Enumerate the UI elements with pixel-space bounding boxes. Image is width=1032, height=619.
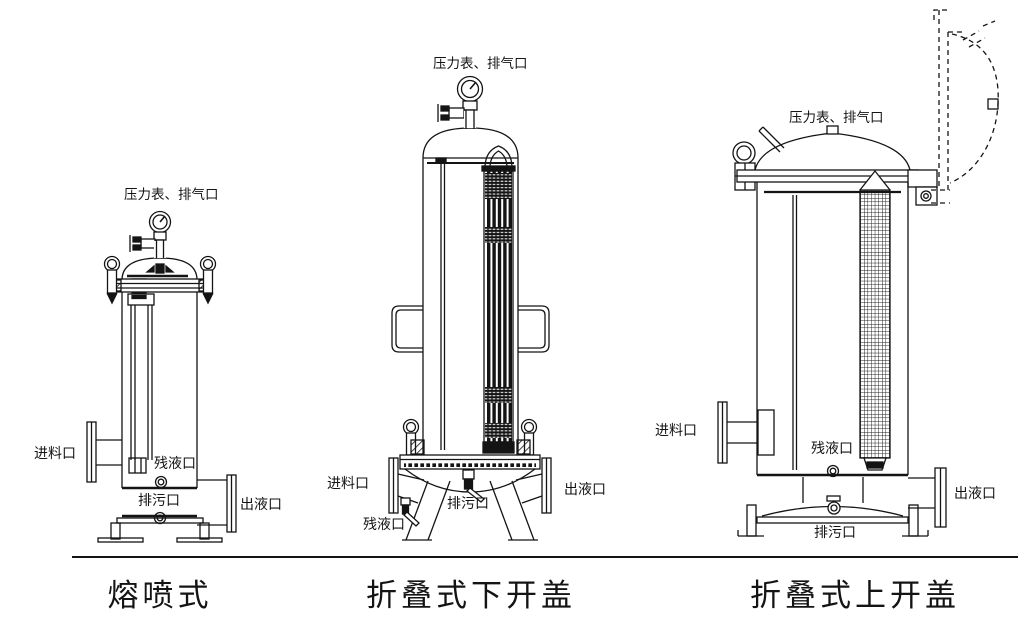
residual-label: 残液口 — [811, 441, 853, 457]
inlet-label: 进料口 — [327, 476, 369, 492]
pleated-top-open-vessel-drawing — [717, 9, 999, 537]
caption-pleated-top-open: 折叠式上开盖 — [750, 578, 960, 614]
drain-label: 排污口 — [814, 525, 856, 541]
outlet-label: 出液口 — [240, 497, 282, 513]
caption-melt-blown: 熔喷式 — [107, 578, 213, 614]
caption-pleated-bottom-open: 折叠式下开盖 — [366, 578, 576, 614]
residual-label: 残液口 — [154, 456, 196, 472]
inlet-label: 进料口 — [655, 423, 697, 439]
residual-label: 残液口 — [363, 517, 405, 533]
gauge-vent-label: 压力表、排气口 — [124, 187, 219, 203]
inlet-label: 进料口 — [34, 446, 76, 462]
outlet-label: 出液口 — [564, 482, 606, 498]
drain-label: 排污口 — [447, 496, 489, 512]
caption-divider-line — [72, 556, 1018, 558]
drain-label: 排污口 — [138, 493, 180, 509]
gauge-vent-label: 压力表、排气口 — [433, 56, 528, 72]
outlet-label: 出液口 — [954, 486, 996, 502]
melt-blown-vessel-drawing — [86, 210, 237, 543]
pleated-bottom-open-vessel-drawing — [388, 75, 552, 541]
gauge-vent-label: 压力表、排气口 — [789, 110, 884, 126]
